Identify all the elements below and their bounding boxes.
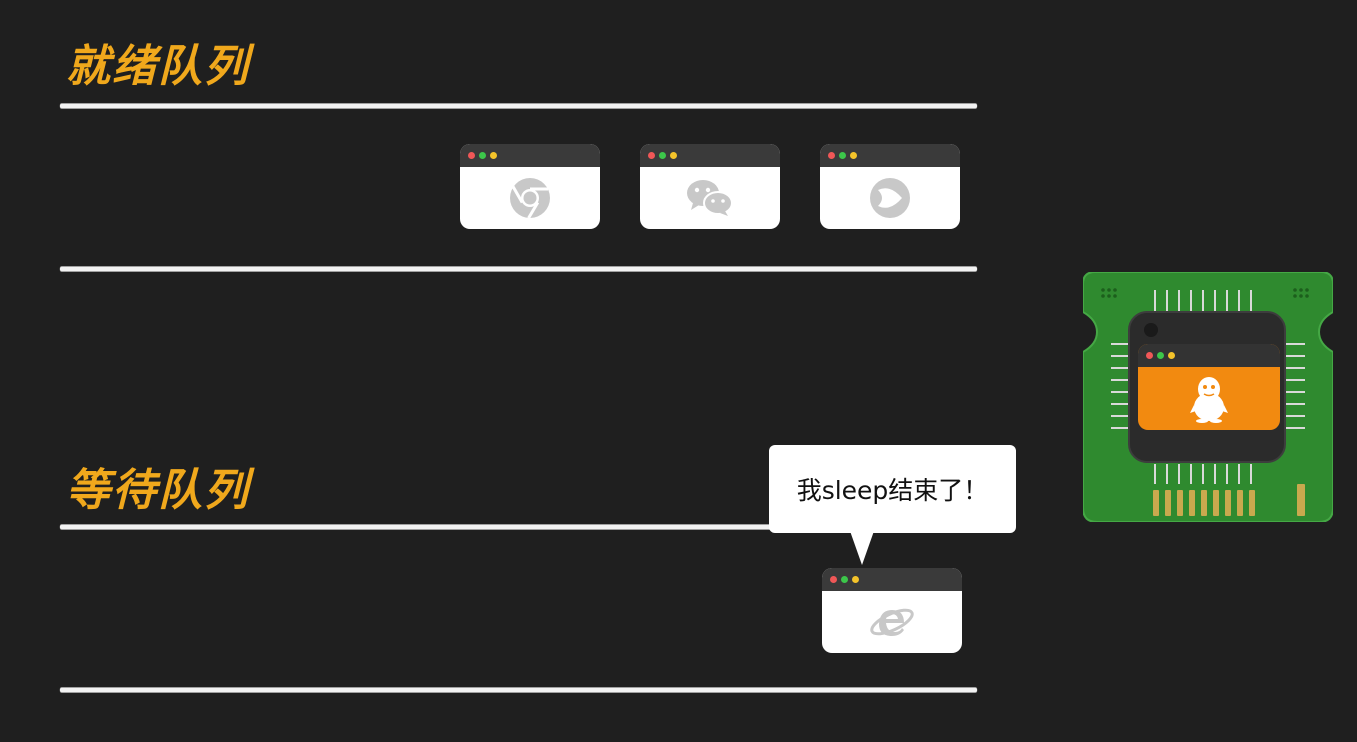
process-window-chrome[interactable]: [460, 144, 600, 229]
minimize-dot: [852, 576, 859, 583]
process-window-internet-explorer[interactable]: [822, 568, 962, 653]
close-dot: [468, 152, 475, 159]
close-dot: [648, 152, 655, 159]
internet-explorer-icon: [870, 608, 914, 636]
waiting-queue-title: 等待队列: [66, 465, 250, 516]
ready-queue-title: 就绪队列: [66, 41, 250, 92]
process-window-video-player[interactable]: [820, 144, 960, 229]
window-titlebar: [640, 144, 780, 167]
video-player-icon: [870, 178, 910, 218]
maximize-dot: [659, 152, 666, 159]
window-titlebar: [1138, 344, 1280, 367]
maximize-dot: [1157, 352, 1164, 359]
minimize-dot: [490, 152, 497, 159]
maximize-dot: [841, 576, 848, 583]
waiting-queue-bottom-line: [60, 688, 977, 692]
close-dot: [828, 152, 835, 159]
chrome-icon: [510, 178, 550, 219]
minimize-dot: [850, 152, 857, 159]
close-dot: [1146, 352, 1153, 359]
wechat-icon: [687, 180, 733, 216]
close-dot: [830, 576, 837, 583]
ready-queue-top-line: [60, 104, 977, 108]
speech-bubble: 我sleep结束了！: [769, 445, 1016, 533]
speech-bubble-tail: [850, 531, 874, 565]
process-window-wechat[interactable]: [640, 144, 780, 229]
minimize-dot: [670, 152, 677, 159]
window-titlebar: [820, 144, 960, 167]
ready-queue-bottom-line: [60, 267, 977, 271]
qq-penguin-icon: [1190, 376, 1228, 423]
window-titlebar: [460, 144, 600, 167]
window-titlebar: [822, 568, 962, 591]
speech-bubble-text: 我sleep结束了！: [796, 476, 989, 505]
maximize-dot: [479, 152, 486, 159]
waiting-queue-top-line: [60, 525, 772, 529]
maximize-dot: [839, 152, 846, 159]
minimize-dot: [1168, 352, 1175, 359]
cpu-running-process-window[interactable]: [1138, 344, 1280, 430]
